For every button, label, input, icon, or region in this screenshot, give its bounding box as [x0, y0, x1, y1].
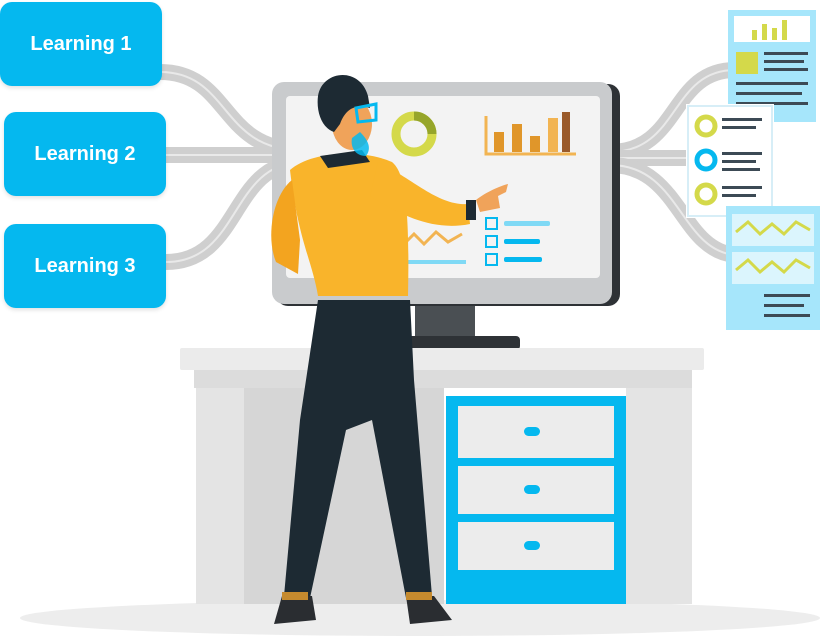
connector-roads-right: [609, 62, 737, 263]
donut-chart-icon: [391, 111, 437, 157]
bar-chart-icon: [484, 112, 576, 156]
learning-3-button[interactable]: Learning 3: [4, 224, 166, 308]
report-document-icon: [686, 104, 774, 218]
learning-2-label: Learning 2: [34, 142, 136, 165]
drawer-cabinet: [446, 396, 626, 604]
report-document-icon: [726, 206, 820, 330]
learning-1-label: Learning 1: [30, 32, 132, 55]
learning-2-button[interactable]: Learning 2: [4, 112, 166, 196]
person: [271, 74, 508, 624]
learning-3-label: Learning 3: [34, 254, 136, 277]
report-document-icon: [728, 10, 816, 122]
checklist-icon: [485, 217, 550, 266]
learning-1-button[interactable]: Learning 1: [0, 2, 162, 86]
line-chart-icon: [400, 229, 466, 264]
